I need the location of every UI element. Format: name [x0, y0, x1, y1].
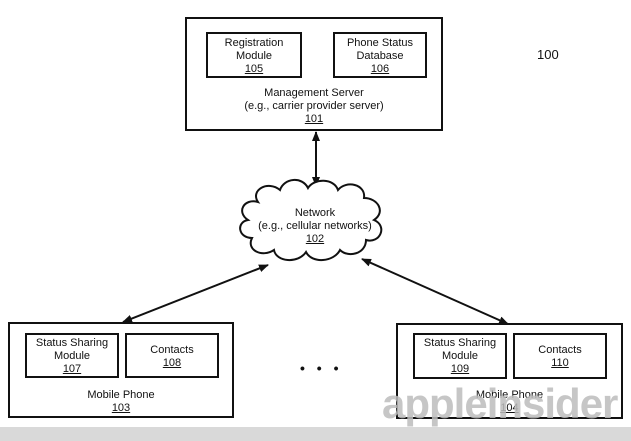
contacts-right-box: Contacts 110 — [513, 333, 607, 379]
appleinsider-watermark: appleinsider — [382, 380, 618, 427]
network-ref: 102 — [305, 233, 325, 245]
more-phones-ellipsis: • • • — [300, 360, 343, 376]
contacts-right-label: Contacts — [538, 344, 582, 356]
phone-status-database-label-2: Database — [356, 50, 404, 62]
registration-module-box: Registration Module 105 — [206, 32, 302, 78]
phone-status-database-label-1: Phone Status — [346, 37, 414, 49]
contacts-left-box: Contacts 108 — [125, 333, 219, 378]
phone-status-database-box: Phone Status Database 106 — [333, 32, 427, 78]
bottom-bar — [0, 427, 631, 441]
contacts-left-label: Contacts — [150, 344, 194, 356]
network-right-phone-arrow — [361, 258, 509, 325]
mobile-phone-right-ref: 104 — [500, 402, 519, 414]
status-sharing-module-right-box: Status Sharing Module 109 — [413, 333, 507, 379]
network-title: Network — [294, 207, 336, 219]
status-sharing-module-right-ref: 109 — [450, 363, 470, 375]
network-subtitle: (e.g., cellular networks) — [258, 220, 372, 232]
network-left-phone-arrow — [122, 264, 269, 323]
network-cloud-shape — [239, 179, 383, 261]
mobile-phone-right-label: Mobile Phone 104 — [396, 389, 623, 415]
mobile-phone-left-ref: 103 — [111, 402, 131, 414]
status-sharing-module-left-label-2: Module — [53, 350, 91, 362]
status-sharing-module-left-box: Status Sharing Module 107 — [25, 333, 119, 378]
management-server-title: Management Server — [264, 87, 364, 99]
management-server-label: Management Server (e.g., carrier provide… — [185, 87, 443, 126]
status-sharing-module-left-ref: 107 — [62, 363, 82, 375]
figure-number: 100 — [537, 47, 559, 62]
contacts-left-ref: 108 — [162, 357, 182, 369]
status-sharing-module-right-label-1: Status Sharing — [423, 337, 497, 349]
status-sharing-module-right-label-2: Module — [441, 350, 479, 362]
registration-module-label-1: Registration — [224, 37, 284, 49]
network-label: Network (e.g., cellular networks) 102 — [240, 207, 390, 246]
contacts-right-ref: 110 — [551, 357, 569, 369]
phone-status-database-ref: 106 — [370, 63, 390, 75]
management-server-subtitle: (e.g., carrier provider server) — [244, 100, 384, 112]
management-server-ref: 101 — [304, 113, 324, 125]
mobile-phone-left-title: Mobile Phone — [87, 389, 155, 401]
registration-module-label-2: Module — [235, 50, 273, 62]
registration-module-ref: 105 — [244, 63, 264, 75]
mobile-phone-right-title: Mobile Phone — [475, 389, 544, 401]
status-sharing-module-left-label-1: Status Sharing — [35, 337, 109, 349]
mobile-phone-left-label: Mobile Phone 103 — [8, 389, 234, 415]
